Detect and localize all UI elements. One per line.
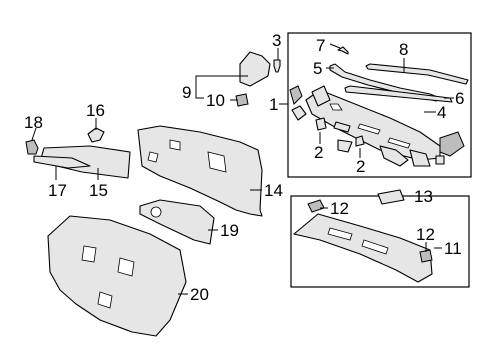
cowl-vent-slot xyxy=(327,227,353,241)
group-box-1 xyxy=(287,32,472,178)
part-12-clip xyxy=(307,199,325,213)
cowl-vent-slot xyxy=(361,239,389,255)
callout-12a: 12 xyxy=(330,199,349,218)
callout-6: 6 xyxy=(455,89,464,108)
callout-3: 3 xyxy=(272,31,281,50)
part-3-bolt xyxy=(273,59,281,73)
callout-5: 5 xyxy=(313,59,322,78)
callout-19: 19 xyxy=(220,221,239,240)
callout-13: 13 xyxy=(414,187,433,206)
leader-7 xyxy=(329,43,341,49)
leader-9-10 xyxy=(195,92,204,99)
part-2-clip xyxy=(355,135,365,147)
callout-1: 1 xyxy=(269,95,278,114)
part-7-seal xyxy=(337,46,349,55)
insulator-20-hole xyxy=(97,291,113,309)
part-20-dash-insulator xyxy=(47,215,187,337)
part-9-bracket xyxy=(239,51,271,87)
callout-9: 9 xyxy=(182,83,191,102)
part-10-nut xyxy=(235,93,249,107)
callout-15: 15 xyxy=(89,181,108,200)
part-13-clip xyxy=(377,189,405,205)
callout-8: 8 xyxy=(399,40,408,59)
callout-16: 16 xyxy=(86,101,105,120)
callout-2a: 2 xyxy=(314,143,323,162)
callout-2b: 2 xyxy=(356,157,365,176)
cowl-opening xyxy=(329,103,343,111)
callout-17: 17 xyxy=(48,181,67,200)
callout-20: 20 xyxy=(190,285,209,304)
dash-panel-hole xyxy=(207,151,227,173)
part-1-panel-piece xyxy=(409,149,431,167)
callout-10: 10 xyxy=(206,91,225,110)
leader-9 xyxy=(195,75,248,92)
dash-panel-hole xyxy=(169,139,181,151)
cowl-opening xyxy=(357,123,381,135)
part-6-strip xyxy=(344,85,453,103)
part-1-clip xyxy=(435,155,445,165)
insulator-20-hole xyxy=(117,257,135,277)
part-16-clip xyxy=(87,127,105,143)
part-1-bracket xyxy=(311,85,331,107)
part-14-dash-panel xyxy=(137,125,263,217)
part-1-bracket xyxy=(291,105,307,121)
cowl-opening xyxy=(387,137,411,149)
part-17-pad xyxy=(33,155,91,169)
part-8-seal xyxy=(365,63,469,85)
dash-panel-hole xyxy=(147,151,159,163)
insulator-20-hole xyxy=(81,245,97,263)
callout-18: 18 xyxy=(24,113,43,132)
part-2-clip xyxy=(337,139,353,153)
part-1-panel-piece xyxy=(333,121,351,133)
callout-12b: 12 xyxy=(416,225,435,244)
leader-18 xyxy=(31,127,37,141)
callout-7: 7 xyxy=(316,36,325,55)
part-1-bracket-left xyxy=(289,85,303,105)
part-1-panel-piece xyxy=(379,145,409,167)
part-1-end-bracket xyxy=(439,131,465,157)
callout-11: 11 xyxy=(444,239,462,258)
insulator-19-hole xyxy=(150,206,162,218)
part-12-clip xyxy=(419,249,433,263)
part-11-cowl-vent xyxy=(293,213,433,283)
part-18-plug xyxy=(25,139,39,155)
part-2-clip xyxy=(315,117,327,131)
callout-4: 4 xyxy=(437,103,446,122)
callout-14: 14 xyxy=(264,181,283,200)
